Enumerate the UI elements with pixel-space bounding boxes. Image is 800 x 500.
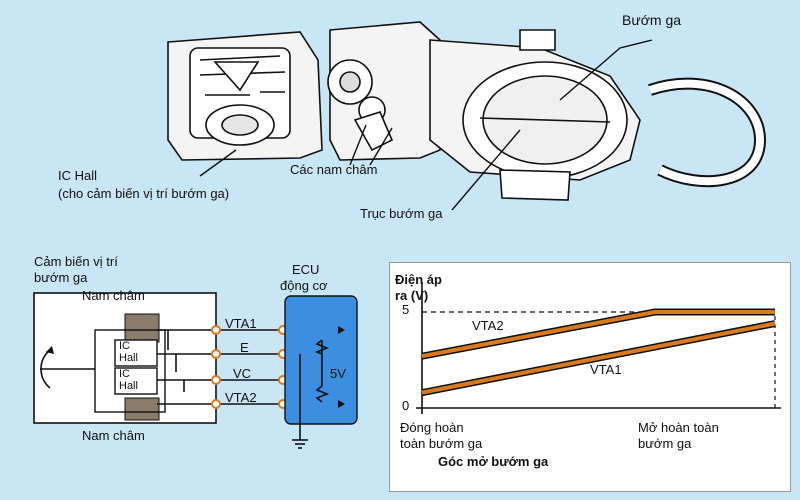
throttle-body-illustration bbox=[167, 21, 767, 201]
throttle-label: Bướm ga bbox=[622, 12, 682, 28]
chart-ytick-0: 0 bbox=[402, 398, 410, 413]
sensor-title-line2: bướm ga bbox=[34, 270, 88, 285]
leader-magnets-2 bbox=[369, 127, 393, 166]
pin-vc-label: VC bbox=[233, 366, 252, 381]
chart-xlabel-left-line2: toàn bướm ga bbox=[400, 436, 483, 451]
sensor-title-line1: Cảm biến vị trí bbox=[34, 254, 118, 269]
ic-hall-2-line1: IC bbox=[119, 368, 130, 380]
chart-ylabel-line2: ra (V) bbox=[395, 288, 429, 303]
ic-hall-2-line2: Hall bbox=[119, 380, 138, 392]
leader-magnets bbox=[349, 124, 367, 166]
magnet-bottom-label: Nam châm bbox=[82, 428, 145, 443]
ic-hall-chip-2 bbox=[114, 367, 158, 395]
chart-ylabel-line1: Điện áp bbox=[395, 272, 442, 287]
chart-xlabel-title: Góc mở bướm ga bbox=[438, 454, 549, 469]
sensor-block bbox=[33, 292, 217, 424]
chart-xlabel-right-line2: bướm ga bbox=[638, 436, 692, 451]
ic-hall-chip-1 bbox=[114, 339, 158, 367]
leader-hall bbox=[199, 149, 237, 177]
pin-e-label: E bbox=[240, 340, 249, 355]
chart-xlabel-left-line1: Đóng hoàn bbox=[400, 420, 464, 435]
series-line-vta2 bbox=[421, 310, 775, 359]
chart-panel bbox=[389, 262, 791, 492]
ic-hall-1-line2: Hall bbox=[119, 352, 138, 364]
magnet-bottom-block bbox=[124, 397, 160, 421]
ecu-label-line1: ECU bbox=[292, 262, 320, 277]
hall-label-line2: (cho cảm biến vị trí bướm ga) bbox=[58, 186, 230, 201]
series-label-vta2: VTA2 bbox=[472, 318, 504, 333]
ic-hall-1-line1: IC bbox=[119, 340, 130, 352]
hall-label-line1: IC Hall bbox=[58, 168, 98, 183]
ecu-label-line2: động cơ bbox=[280, 278, 328, 293]
ecu-block bbox=[284, 295, 358, 449]
ecu-arrows bbox=[338, 326, 345, 408]
series-label-vta1: VTA1 bbox=[590, 362, 622, 377]
series-line-vta1 bbox=[421, 321, 776, 395]
leader-throttle bbox=[559, 39, 653, 101]
voltage-5v-label: 5V bbox=[330, 366, 346, 381]
pin-vta2-label: VTA2 bbox=[225, 390, 257, 405]
chart-ytick-5: 5 bbox=[402, 302, 410, 317]
leader-shaft bbox=[451, 129, 521, 211]
leader-lines bbox=[199, 39, 653, 211]
magnets-label: Các nam châm bbox=[290, 162, 378, 177]
pin-vta1-label: VTA1 bbox=[225, 316, 257, 331]
chart-xlabel-right-line1: Mở hoàn toàn bbox=[638, 420, 719, 435]
magnet-top-label: Nam châm bbox=[82, 288, 145, 303]
shaft-label: Trục bướm ga bbox=[360, 206, 443, 221]
